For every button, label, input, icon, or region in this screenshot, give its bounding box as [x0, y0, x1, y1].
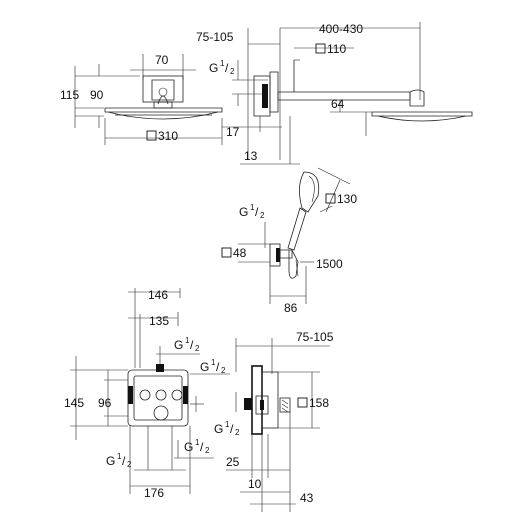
dim-headshower-height-90: 90 — [90, 88, 104, 102]
dim-headshower-height-115: 115 — [60, 88, 79, 102]
svg-text:2: 2 — [260, 211, 265, 220]
svg-text:2: 2 — [205, 446, 210, 455]
svg-text:1: 1 — [250, 203, 255, 212]
handshower-hose — [288, 249, 299, 279]
thermostat-side-thread: G 1 / 2 — [214, 420, 240, 437]
svg-text:1: 1 — [195, 438, 200, 447]
svg-text:/: / — [216, 360, 220, 374]
handshower-view: 130 G 1 / 2 48 1500 86 — [221, 167, 357, 315]
svg-text:1: 1 — [220, 59, 225, 68]
dim-thermostat-depth-43: 43 — [300, 491, 314, 505]
dim-headshower-depth-17: 17 — [226, 125, 240, 139]
dim-thermostat-wall-range: 75-105 — [296, 330, 334, 344]
svg-text:G: G — [200, 360, 209, 374]
thermostat-side-body — [261, 371, 279, 429]
svg-text:2: 2 — [127, 460, 132, 469]
dim-handshower-hose-1500: 1500 — [316, 257, 343, 271]
svg-text:2: 2 — [221, 366, 226, 375]
svg-text:G: G — [239, 205, 248, 219]
svg-text:1: 1 — [211, 358, 216, 367]
dim-thermostat-width-176: 176 — [144, 486, 164, 500]
svg-text:2: 2 — [195, 344, 200, 353]
dim-thermostat-depth-10: 10 — [248, 477, 262, 491]
headshower-thread-label: G 1 / 2 — [209, 59, 235, 76]
svg-text:1: 1 — [225, 420, 230, 429]
svg-text:G: G — [214, 422, 223, 436]
svg-text:G: G — [209, 61, 218, 75]
thermostat-front-thread-bottom-right: G 1 / 2 — [184, 438, 210, 455]
svg-text:/: / — [255, 205, 259, 219]
dim-thermostat-width-146: 146 — [148, 288, 168, 302]
svg-text:2: 2 — [235, 428, 240, 437]
svg-text:/: / — [200, 440, 204, 454]
dim-headshower-wall-range: 75-105 — [196, 30, 234, 44]
dim-headshower-arm-drop-64: 64 — [331, 97, 345, 111]
handshower-head — [299, 171, 320, 213]
dim-thermostat-height-96: 96 — [98, 396, 112, 410]
dim-headshower-arm-length: 400-430 — [319, 22, 363, 36]
dim-headshower-plate-110: 110 — [327, 42, 346, 56]
svg-text:G: G — [184, 440, 193, 454]
dim-headshower-depth-13: 13 — [244, 149, 258, 163]
thermostat-front-thread-right: G 1 / 2 — [200, 358, 226, 375]
dim-thermostat-height-145: 145 — [64, 396, 84, 410]
svg-text:/: / — [230, 422, 234, 436]
headshower-front-view: 70 115 90 310 — [60, 53, 223, 145]
thermostat-front-view: 146 135 G 1 / 2 G 1 / 2 — [64, 288, 230, 500]
thermostat-front-thread-top: G 1 / 2 — [174, 336, 200, 353]
handshower-thread-label: G 1 / 2 — [239, 203, 265, 220]
dim-headshower-diameter-310: 310 — [158, 129, 178, 143]
thermostat-box — [127, 369, 189, 427]
thermostat-side-view: 75-105 158 G 1 / 2 25 10 — [214, 330, 334, 512]
svg-text:1: 1 — [117, 452, 122, 461]
handshower-handle — [287, 207, 307, 251]
svg-text:/: / — [190, 338, 194, 352]
svg-text:/: / — [122, 454, 126, 468]
svg-text:G: G — [174, 338, 183, 352]
dim-handshower-projection-86: 86 — [284, 301, 298, 315]
dim-handshower-bracket-48: 48 — [233, 246, 247, 260]
svg-text:/: / — [225, 61, 229, 75]
dim-thermostat-depth-25: 25 — [226, 455, 240, 469]
dim-handshower-head-130: 130 — [337, 192, 357, 206]
svg-text:2: 2 — [230, 67, 235, 76]
svg-text:G: G — [106, 454, 115, 468]
dim-headshower-width-70: 70 — [155, 53, 169, 67]
thermostat-knob-1 — [139, 389, 151, 401]
dim-thermostat-square-158: 158 — [309, 396, 329, 410]
dim-thermostat-width-135: 135 — [149, 314, 169, 328]
thermostat-front-thread-bottom-left: G 1 / 2 — [106, 452, 132, 469]
thermostat-knob-3 — [171, 389, 183, 401]
thermostat-knob-main — [153, 405, 169, 421]
thermostat-knob-2 — [155, 389, 167, 401]
headshower-plate — [104, 107, 223, 113]
headshower-side-view: 75-105 400-430 110 G 1 / 2 64 — [196, 22, 473, 165]
svg-text:1: 1 — [185, 336, 190, 345]
